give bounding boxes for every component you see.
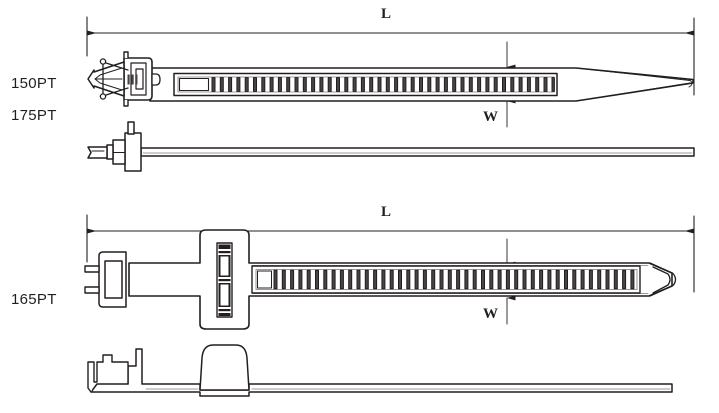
dimension-length-bottom bbox=[86, 214, 695, 293]
part-150pt-plan-view bbox=[87, 51, 694, 107]
head-150pt-slot bbox=[127, 74, 138, 85]
part-label-175pt: 175PT bbox=[11, 107, 57, 124]
dimension-label-length-top: L bbox=[381, 6, 392, 22]
push-mount-arrow-inner-150pt bbox=[94, 67, 123, 91]
part-165pt-plan-view bbox=[84, 229, 677, 330]
end-clip-165pt bbox=[98, 251, 127, 308]
head-150pt-lug bbox=[151, 73, 161, 86]
clip-side-165pt bbox=[87, 354, 129, 393]
head-lock-bars-inner-165pt bbox=[220, 256, 229, 306]
mount-boss-side-165pt bbox=[199, 344, 250, 391]
dimension-length-top bbox=[86, 16, 695, 96]
strap-ribs-top bbox=[173, 72, 558, 97]
end-clip-prongs-165pt bbox=[84, 265, 100, 294]
mount-side-175pt bbox=[87, 121, 142, 172]
strap-tip-bottom bbox=[649, 262, 677, 297]
part-label-150pt: 150PT bbox=[11, 75, 57, 92]
dimension-label-length-bottom: L bbox=[381, 204, 392, 220]
part-175pt-side-view bbox=[87, 121, 695, 172]
part-165pt-side-view bbox=[87, 344, 673, 397]
mount-side-175pt-detail bbox=[91, 150, 126, 153]
dimension-label-width-bottom: W bbox=[483, 306, 498, 322]
strap-taper-lines-top bbox=[575, 67, 693, 102]
dimension-label-width-top: W bbox=[483, 109, 498, 125]
push-mount-flange-150pt bbox=[123, 51, 129, 107]
push-mount-wings-150pt bbox=[99, 58, 129, 100]
part-label-165pt: 165PT bbox=[11, 291, 57, 308]
strap-side-175pt bbox=[140, 147, 695, 157]
strap-ribs-bottom bbox=[251, 265, 641, 294]
